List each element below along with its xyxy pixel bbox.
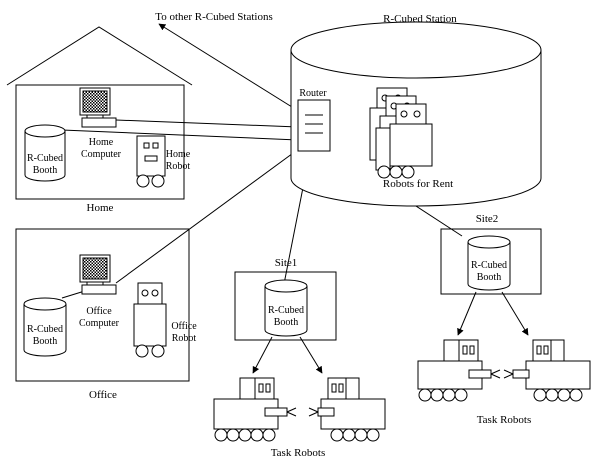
office-computer-icon	[79, 254, 117, 295]
link-router-office-computer	[115, 147, 301, 284]
office-computer-label-2: Computer	[79, 318, 120, 329]
site1-booth-icon	[264, 279, 308, 337]
site2: Site2 R-Cubed Booth	[417, 213, 591, 426]
site2-booth-label-2: Booth	[477, 272, 501, 283]
link-router-other-stations	[158, 23, 301, 113]
site1-task-robot-left	[213, 377, 297, 442]
to-other-stations-label: To other R-Cubed Stations	[155, 11, 272, 23]
site1-booth-label-1: R-Cubed	[268, 305, 304, 316]
office-computer-label-1: Office	[86, 306, 112, 317]
rental-robot-front	[375, 103, 433, 179]
site2-booth-label-1: R-Cubed	[471, 260, 507, 271]
home-booth-icon	[24, 124, 66, 182]
link-router-home-computer	[115, 119, 299, 128]
home-robot-label-1: Home	[166, 149, 191, 160]
site2-box	[440, 228, 542, 295]
router-label: Router	[299, 88, 327, 99]
robots-for-rent-label: Robots for Rent	[383, 178, 453, 190]
home-robot-icon	[136, 135, 166, 188]
site1-label: Site1	[275, 257, 298, 269]
home-robot-label-2: Robot	[166, 161, 191, 172]
site1: Site1 R-Cubed Booth	[213, 257, 386, 459]
link-router-home-booth	[61, 129, 299, 141]
office-robot-label-1: Office	[171, 321, 197, 332]
home-booth-label-2: Booth	[33, 165, 57, 176]
site2-arrow-left	[457, 291, 477, 336]
site1-arrow-left	[252, 336, 273, 374]
home-roof	[6, 26, 193, 86]
station-label: R-Cubed Station	[383, 13, 457, 25]
office-booth-label-1: R-Cubed	[27, 324, 63, 335]
site2-arrow-right	[501, 291, 529, 336]
office-robot-icon	[133, 282, 167, 358]
home-walls	[15, 84, 185, 200]
home-computer-icon	[79, 87, 117, 128]
site2-task-robots-label: Task Robots	[477, 414, 532, 426]
rcubed-station: R-Cubed Station Router	[290, 13, 542, 207]
site2-task-robot-right	[503, 339, 591, 402]
home-building: Home R-Cubed Booth Home Computer Home Ro…	[6, 26, 193, 214]
site2-label: Site2	[476, 213, 499, 225]
office-booth-label-2: Booth	[33, 336, 57, 347]
station-cylinder-top	[290, 21, 542, 79]
site2-task-robot-left	[417, 339, 501, 402]
site1-task-robot-right	[308, 377, 386, 442]
home-computer-label-2: Computer	[81, 149, 122, 160]
site1-box	[234, 271, 337, 341]
site2-booth-icon	[467, 235, 511, 291]
site1-task-robots-label: Task Robots	[271, 447, 326, 459]
home-booth-label-1: R-Cubed	[27, 153, 63, 164]
router-icon	[297, 99, 331, 152]
home-label: Home	[87, 202, 114, 214]
office-walls	[15, 228, 190, 382]
office-label: Office	[89, 389, 117, 401]
site1-arrow-right	[299, 336, 323, 374]
site1-booth-label-2: Booth	[274, 317, 298, 328]
home-computer-label-1: Home	[89, 137, 114, 148]
office-building: Office R-Cubed Booth Office Computer Off…	[15, 228, 197, 401]
office-booth-icon	[23, 297, 67, 357]
office-robot-label-2: Robot	[172, 333, 197, 344]
